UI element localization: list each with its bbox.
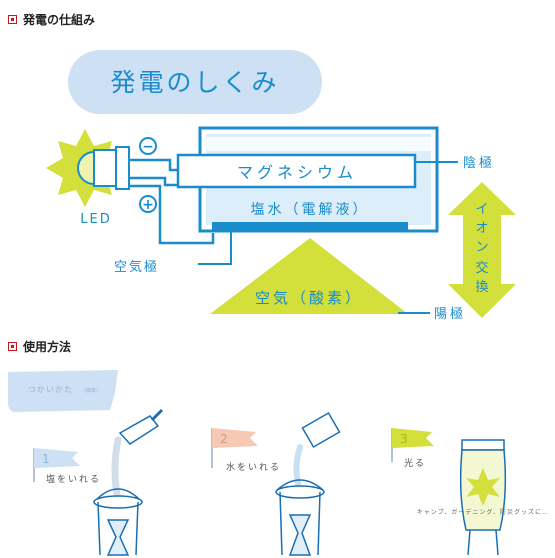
- led-icon: [46, 129, 130, 207]
- usage-diagram: つかいかた (簡単) 1 塩をいれる 2: [8, 370, 549, 556]
- usage-banner-small: (簡単): [84, 387, 98, 394]
- water-bottle-icon: [301, 411, 341, 449]
- ion-exchange-char: 換: [475, 280, 488, 295]
- salt-stream: [111, 436, 122, 504]
- section-title-usage: 使用方法: [23, 340, 72, 354]
- step-3-text: 光る: [404, 457, 426, 469]
- cathode-label: 陰極: [463, 155, 495, 171]
- step-2-number: 2: [220, 432, 228, 446]
- step-1-number: 1: [42, 452, 50, 466]
- ion-exchange-char: ン: [475, 240, 488, 255]
- ion-exchange-char: オ: [475, 221, 488, 236]
- banner-bubble: [68, 50, 322, 114]
- ion-exchange-char: 交: [475, 260, 488, 276]
- step-3-number: 3: [400, 432, 408, 446]
- step-2-text: 水をいれる: [226, 461, 281, 473]
- glowing-lantern-icon: [459, 439, 507, 556]
- usage-step-3: 3 光る: [391, 428, 507, 556]
- step-2-flag: [212, 428, 258, 448]
- ion-exchange-arrow: [448, 182, 516, 318]
- ion-exchange-char: イ: [475, 202, 488, 217]
- step-1-flag: [34, 448, 80, 468]
- water-stream: [293, 444, 303, 493]
- mechanism-diagram: 発電のしくみ LED − + マグネシウム 塩水（電解液） 陰: [46, 50, 516, 322]
- saltwater-label: 塩水（電解液）: [251, 202, 370, 218]
- magnesium-plate: [176, 153, 417, 189]
- air-oxygen-triangle: [210, 238, 408, 314]
- minus-terminal-icon: [139, 137, 157, 155]
- magnesium-label: マグネシウム: [237, 163, 357, 182]
- plus-sign: +: [142, 197, 154, 213]
- usage-step-2: 2 水をいれる: [211, 411, 341, 556]
- minus-sign: −: [142, 139, 154, 155]
- led-label: LED: [80, 212, 111, 227]
- usage-tagline: キャンプ、ガーデニング、防災グッズに…: [417, 508, 549, 516]
- air-oxygen-label: 空気（酸素）: [255, 289, 363, 307]
- usage-banner: [8, 370, 118, 412]
- step-3-flag: [392, 428, 434, 448]
- wires: [129, 158, 215, 245]
- air-electrode-plate: [212, 222, 408, 230]
- usage-banner-text: つかいかた: [28, 385, 73, 394]
- air-electrode-label: 空気極: [114, 259, 159, 275]
- air-electrode-pointer: [198, 230, 232, 265]
- lantern-icon: [275, 479, 325, 556]
- plus-terminal-icon: [139, 195, 157, 213]
- scoop-icon: [118, 415, 160, 445]
- lantern-icon: [93, 488, 143, 556]
- usage-step-1: 1 塩をいれる: [33, 408, 164, 556]
- banner-title: 発電のしくみ: [110, 68, 279, 97]
- section-title-mechanism: 発電の仕組み: [23, 13, 96, 27]
- section-marker-icon: [8, 15, 17, 24]
- step-1-text: 塩をいれる: [46, 473, 101, 485]
- section-heading-mechanism: 発電の仕組み: [8, 11, 95, 28]
- anode-label: 陽極: [434, 306, 466, 322]
- section-marker-icon: [8, 342, 17, 351]
- section-heading-usage: 使用方法: [8, 338, 71, 355]
